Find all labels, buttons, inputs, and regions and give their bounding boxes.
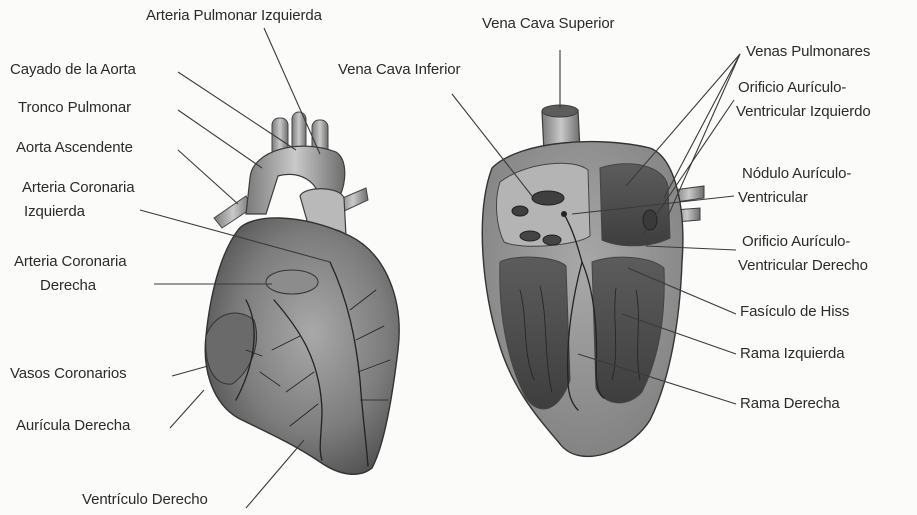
label-arteria-coronaria-derecha-l1: Arteria Coronaria [14, 252, 127, 272]
label-arteria-coronaria-izquierda-l1: Arteria Coronaria [22, 178, 135, 198]
label-rama-izquierda: Rama Izquierda [740, 344, 845, 364]
label-nodulo-av-l1: Nódulo Aurículo- [742, 164, 851, 184]
label-aorta-ascendente: Aorta Ascendente [16, 138, 133, 158]
external-heart [205, 112, 399, 474]
label-ventriculo-derecho: Ventrículo Derecho [82, 490, 208, 510]
sectioned-heart [482, 105, 704, 456]
label-arteria-coronaria-izquierda-l2: Izquierda [24, 202, 85, 222]
label-cayado-aorta: Cayado de la Aorta [10, 60, 136, 80]
label-vena-cava-superior: Vena Cava Superior [482, 14, 614, 34]
label-tronco-pulmonar: Tronco Pulmonar [18, 98, 131, 118]
label-vena-cava-inferior: Vena Cava Inferior [338, 60, 460, 80]
label-fasciculo-hiss: Fasículo de Hiss [740, 302, 849, 322]
label-auricula-derecha: Aurícula Derecha [16, 416, 130, 436]
label-arteria-pulmonar-izquierda: Arteria Pulmonar Izquierda [146, 6, 322, 26]
label-orificio-av-derecho-l1: Orificio Aurículo- [742, 232, 850, 252]
label-rama-derecha: Rama Derecha [740, 394, 840, 414]
label-arteria-coronaria-derecha-l2: Derecha [40, 276, 96, 296]
label-orificio-av-derecho-l2: Ventricular Derecho [738, 256, 868, 276]
label-vasos-coronarios: Vasos Coronarios [10, 364, 127, 384]
label-venas-pulmonares: Venas Pulmonares [746, 42, 870, 62]
label-nodulo-av-l2: Ventricular [738, 188, 808, 208]
label-orificio-av-izquierdo-l1: Orificio Aurículo- [738, 78, 846, 98]
label-orificio-av-izquierdo-l2: Ventricular Izquierdo [736, 102, 871, 122]
